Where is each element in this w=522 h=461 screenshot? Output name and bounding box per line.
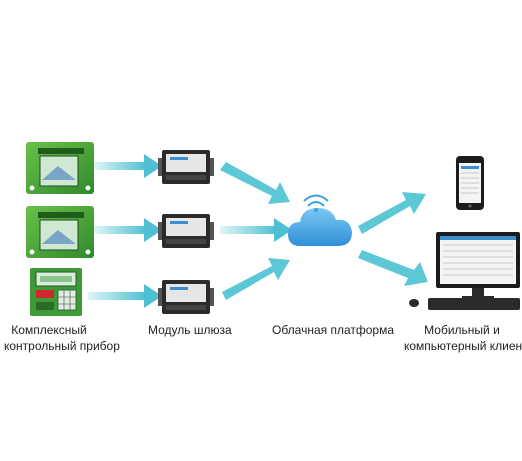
arrow-controller-to-gateway-3 (88, 284, 162, 308)
gateway-module-2 (158, 214, 214, 248)
arrow-gateway-2-to-cloud (220, 218, 292, 242)
arrow-cloud-to-phone (358, 192, 426, 234)
cloud-platform-icon (288, 194, 352, 246)
controller-label: Комплексный контрольный прибор (4, 322, 120, 354)
arrow-gateway-1-to-cloud (220, 162, 290, 204)
client-label-line-2: компьютерный клиент (404, 339, 522, 353)
desktop-computer-icon (409, 232, 520, 310)
client-label: Мобильный и компьютерный клиент (404, 322, 522, 354)
controller-device-1 (26, 142, 94, 194)
gateway-module-3 (158, 280, 214, 314)
arrow-controller-to-gateway-2 (94, 218, 162, 242)
controller-device-2 (26, 206, 94, 258)
gateway-label: Модуль шлюза (148, 323, 232, 337)
arrow-cloud-to-computer (358, 250, 428, 286)
cloud-platform-label: Облачная платформа (272, 323, 395, 337)
gateway-module-1 (158, 150, 214, 184)
arrow-gateway-3-to-cloud (222, 258, 290, 300)
smartphone-icon (456, 156, 484, 210)
controller-label-line-2: контрольный прибор (4, 339, 120, 353)
controller-label-line-1: Комплексный (11, 323, 87, 337)
client-label-line-1: Мобильный и (424, 323, 500, 337)
controller-device-3 (30, 268, 82, 316)
arrow-controller-to-gateway-1 (94, 154, 162, 178)
